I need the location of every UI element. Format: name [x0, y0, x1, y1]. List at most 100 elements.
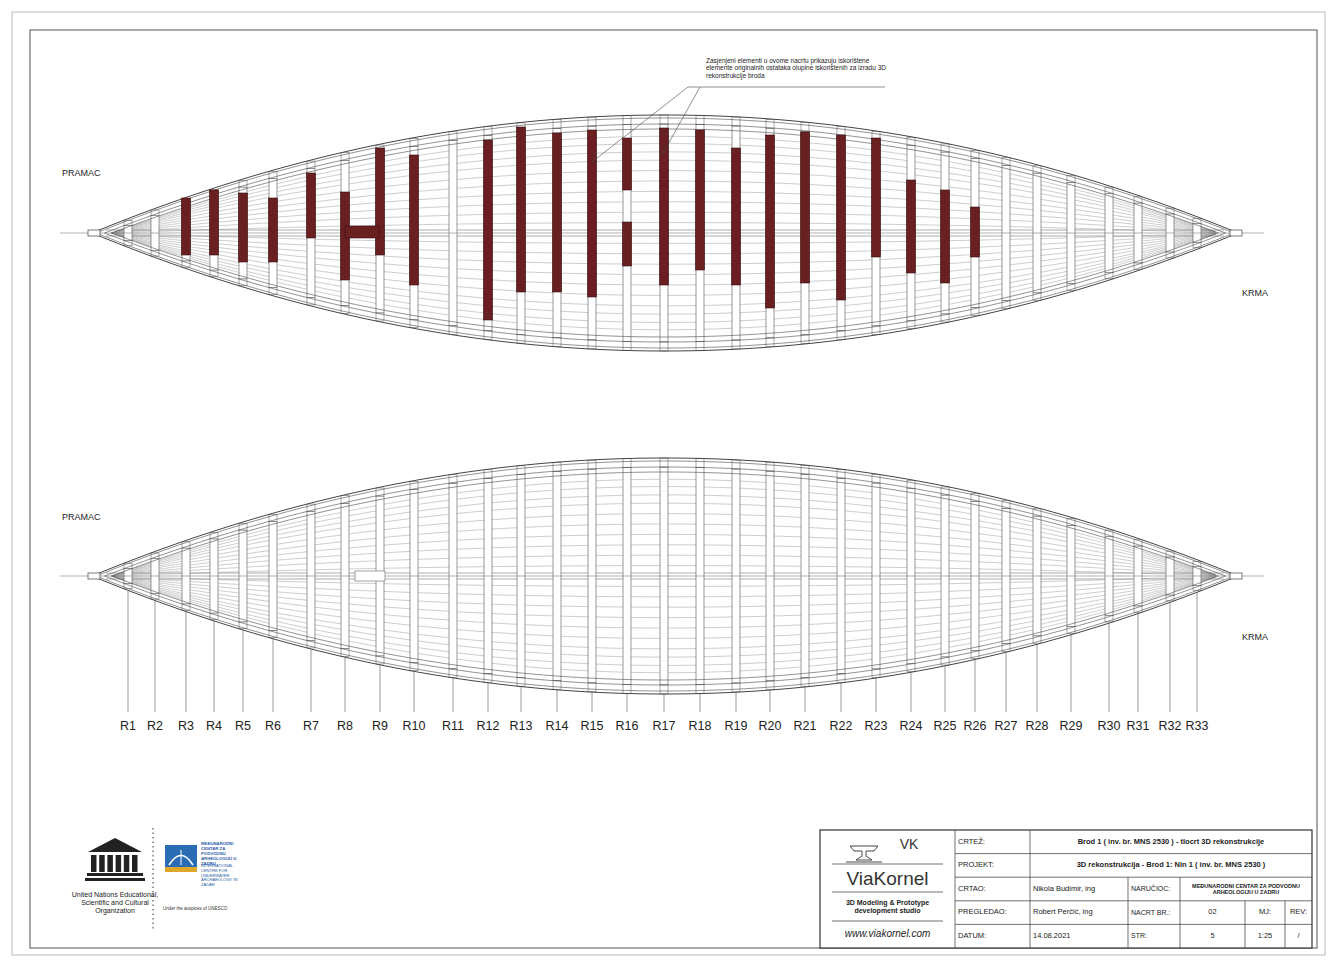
frame-leader	[592, 692, 593, 712]
frame-leader	[841, 683, 842, 712]
original-timber	[376, 148, 385, 255]
frame-head	[837, 470, 845, 479]
frame-head	[696, 341, 704, 350]
frame-rib	[766, 128, 774, 338]
field-label: PREGLEDAO:	[958, 902, 1027, 924]
drawing-frame	[30, 30, 1317, 948]
frame-head	[1166, 595, 1174, 601]
frame-head	[623, 684, 631, 693]
frame-leader	[155, 601, 156, 712]
temple-column	[107, 855, 113, 872]
frame-head	[660, 342, 668, 351]
field-label: STR:	[1131, 925, 1177, 947]
icua-logo	[181, 850, 182, 865]
temple-column	[132, 855, 138, 872]
frame-leader	[876, 678, 877, 712]
frame-leader	[1006, 652, 1007, 712]
title-block	[832, 921, 943, 922]
title-block	[955, 900, 1312, 901]
frame-head	[151, 250, 159, 256]
frame-number: R22	[821, 718, 861, 735]
original-timber	[971, 207, 980, 257]
studio-tagline: 3D Modeling & Prototype development stud…	[826, 894, 949, 920]
logo-separator	[152, 828, 153, 930]
original-timber	[837, 135, 846, 300]
frame-leader	[1071, 635, 1072, 712]
frame-head	[553, 338, 561, 347]
frame-head	[766, 119, 774, 128]
frame-head	[732, 117, 740, 126]
frame-head	[151, 210, 159, 216]
title-block	[820, 830, 1312, 948]
icua-logo	[165, 845, 197, 872]
title-block	[1285, 901, 1286, 948]
frame-rib	[484, 135, 492, 330]
frame-head	[517, 466, 525, 475]
stern-label: KRMA	[1242, 286, 1292, 300]
title-block	[832, 864, 943, 865]
post	[1230, 230, 1242, 236]
frame-leader	[805, 687, 806, 712]
frame-number: R33	[1177, 718, 1217, 735]
frame-leader	[1037, 644, 1038, 712]
frame-head	[766, 338, 774, 347]
frame-leader	[1109, 623, 1110, 712]
frame-rib	[696, 125, 704, 342]
frame-head	[553, 463, 561, 472]
frame-head	[1166, 252, 1174, 258]
frame-number: R4	[194, 718, 234, 735]
frame-leader	[380, 665, 381, 712]
frame-head	[588, 117, 596, 126]
field-value: MEĐUNARODNI CENTAR ZA PODVODNU ARHEOLOGI…	[1183, 878, 1309, 900]
callout-leader	[662, 87, 700, 155]
hull-plan-bottom	[60, 458, 1264, 694]
frame-number: R16	[607, 718, 647, 735]
field-label: PROJEKT:	[958, 855, 1027, 877]
hull-plan-top	[60, 115, 1264, 351]
original-timber	[345, 226, 379, 238]
frame-head	[766, 681, 774, 690]
frame-leader	[1197, 592, 1198, 712]
frame-number: R24	[891, 718, 931, 735]
frame-leader	[736, 692, 737, 712]
field-label: CRTAO:	[958, 878, 1027, 900]
frame-rib	[588, 126, 596, 340]
original-timber	[307, 173, 316, 238]
frame-head	[696, 459, 704, 468]
frame-number: R11	[433, 718, 473, 735]
frame-head	[553, 120, 561, 129]
title-block	[1128, 877, 1129, 948]
viakornel-icon	[846, 862, 882, 863]
title-block	[820, 830, 1312, 948]
frame-number: R10	[394, 718, 434, 735]
field-value: 1:25	[1248, 925, 1282, 947]
original-timber	[872, 138, 881, 257]
frame-rib	[239, 187, 247, 279]
original-timber	[801, 132, 810, 283]
icua-logo	[165, 845, 197, 867]
frame-number: R32	[1150, 718, 1190, 735]
frame-leader	[1170, 602, 1171, 712]
studio-name: ViaKornel	[822, 866, 953, 891]
frame-head	[1166, 551, 1174, 557]
mast-step	[355, 571, 385, 581]
original-timber	[696, 130, 705, 270]
field-label: DATUM:	[958, 925, 1027, 947]
frame-leader	[975, 659, 976, 712]
frame-head	[588, 460, 596, 469]
frame-head	[517, 677, 525, 686]
title-block	[1180, 877, 1181, 948]
frame-head	[732, 683, 740, 692]
frame-number: R20	[750, 718, 790, 735]
unesco-logo	[85, 838, 145, 881]
title-block	[1030, 830, 1031, 948]
frame-number: R14	[537, 718, 577, 735]
frame-head	[837, 331, 845, 340]
title-block	[955, 877, 1312, 878]
frame-number: R3	[166, 718, 206, 735]
frame-head	[766, 462, 774, 471]
frame-leader	[345, 657, 346, 712]
frame-number: R27	[986, 718, 1026, 735]
